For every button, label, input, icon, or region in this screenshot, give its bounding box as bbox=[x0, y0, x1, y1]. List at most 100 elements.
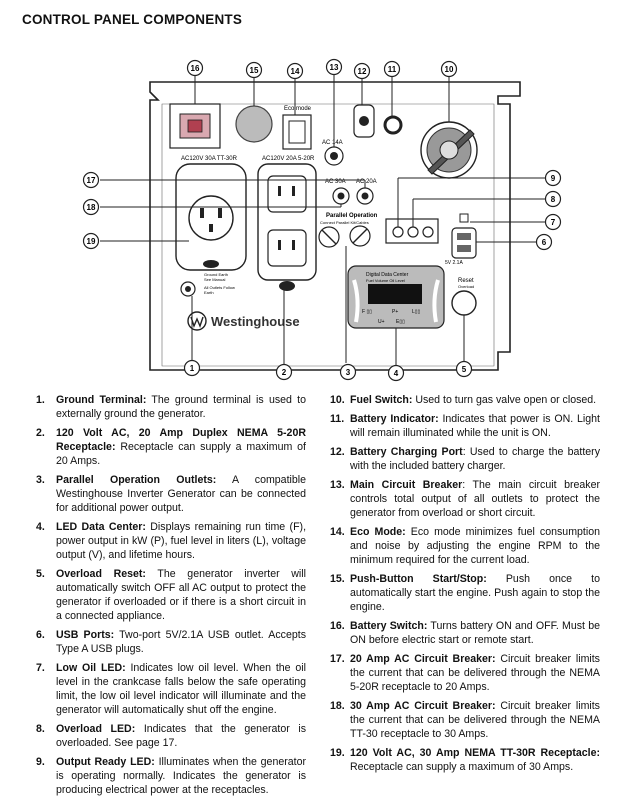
item-term: Low Oil LED: bbox=[56, 662, 126, 674]
item-number: 18. bbox=[330, 700, 345, 712]
item-number: 1. bbox=[36, 394, 45, 406]
callout-circle bbox=[353, 62, 371, 80]
usb-ports: 5V 2.1A bbox=[445, 213, 477, 266]
callout-number: 2 bbox=[282, 368, 287, 377]
callout-circle bbox=[383, 60, 401, 78]
page-title: CONTROL PANEL COMPONENTS bbox=[22, 12, 243, 27]
start-stop-button bbox=[235, 105, 273, 143]
list-item: 12. Battery Charging Port: Used to charge… bbox=[330, 445, 600, 473]
battery-indicator bbox=[383, 115, 403, 135]
item-term: Eco Mode: bbox=[350, 526, 406, 538]
lcd-sub: Fuel Volume Oil Level bbox=[366, 278, 405, 283]
callout-number: 16 bbox=[191, 64, 200, 73]
item-term: Battery Charging Port bbox=[350, 446, 463, 458]
list-item: 18. 30 Amp AC Circuit Breaker: Circuit br… bbox=[330, 699, 600, 741]
list-item: 6.USB Ports: Two-port 5V/2.1A USB outlet… bbox=[36, 628, 306, 656]
brand-text: Westinghouse bbox=[211, 314, 300, 329]
item-description: Receptacle can supply a maximum of 30 Am… bbox=[350, 761, 574, 773]
led-data-center: Digital Data Center Fuel Volume Oil Leve… bbox=[347, 265, 445, 329]
callout-number: 8 bbox=[551, 195, 556, 204]
lcd-field: F ▯▯ bbox=[362, 309, 372, 315]
main-breaker: AC 14A bbox=[322, 140, 344, 166]
callout-number: 7 bbox=[551, 218, 556, 227]
control-panel-diagram: Eco mode AC 14A AC120V 30A TT-30R AC120V… bbox=[82, 58, 562, 382]
callout-number: 6 bbox=[542, 238, 547, 247]
item-term: 120 Volt AC, 30 Amp NEMA TT-30R Receptac… bbox=[350, 747, 600, 759]
item-number: 16. bbox=[330, 620, 345, 632]
callout-circle bbox=[245, 61, 263, 79]
callout-number: 1 bbox=[190, 364, 195, 373]
item-term: Ground Terminal: bbox=[56, 394, 147, 406]
list-item: 16.Battery Switch: Turns battery ON and … bbox=[330, 619, 600, 647]
receptacle-30a-label: AC120V 30A TT-30R bbox=[181, 156, 238, 162]
panel-outline bbox=[149, 81, 521, 371]
item-description: The ground terminal is used to externall… bbox=[56, 394, 306, 420]
westinghouse-logo: Westinghouse bbox=[187, 311, 300, 331]
callout-number: 10 bbox=[445, 65, 454, 74]
item-term: Overload LED: bbox=[56, 723, 136, 735]
callout-circle bbox=[387, 364, 405, 382]
ground-text: See Manual bbox=[204, 277, 225, 282]
callout-circle bbox=[82, 198, 100, 216]
item-description: : Used to charge the battery with the in… bbox=[350, 446, 600, 472]
parallel-label: Parallel Operation bbox=[326, 213, 378, 219]
callout-circle bbox=[82, 232, 100, 250]
item-term: Fuel Switch: bbox=[350, 394, 413, 406]
item-term: USB Ports: bbox=[56, 629, 115, 641]
item-term: 30 Amp AC Circuit Breaker: bbox=[350, 700, 496, 712]
fuel-switch bbox=[420, 121, 478, 179]
ground-text: Earth bbox=[204, 290, 214, 295]
item-description: Circuit breaker limits the current that … bbox=[350, 700, 600, 740]
list-item: 4.LED Data Center: Displays remaining ru… bbox=[36, 520, 306, 562]
callout-number: 18 bbox=[87, 203, 96, 212]
main-breaker-label: AC 14A bbox=[322, 140, 343, 146]
list-item: 13.Main Circuit Breaker: The main circui… bbox=[330, 478, 600, 520]
list-item: 17.20 Amp AC Circuit Breaker: Circuit br… bbox=[330, 652, 600, 694]
list-item: 10.Fuel Switch: Used to turn gas valve o… bbox=[330, 393, 600, 407]
callout-circle bbox=[275, 363, 293, 381]
item-number: 12. bbox=[330, 446, 345, 458]
callout-circle bbox=[440, 60, 458, 78]
item-description: Two-port 5V/2.1A USB outlet. Accepts Typ… bbox=[56, 629, 306, 655]
item-term: Battery Indicator: bbox=[350, 413, 439, 425]
callout-circle bbox=[183, 359, 201, 377]
item-number: 9. bbox=[36, 756, 45, 768]
item-description: Push once to automatically start the eng… bbox=[350, 573, 600, 613]
item-description: Circuit breaker limits the current that … bbox=[350, 653, 600, 693]
callout-number: 5 bbox=[462, 365, 467, 374]
callout-number: 17 bbox=[87, 176, 96, 185]
list-item: 5.Overload Reset: The generator inverter… bbox=[36, 567, 306, 623]
list-item: 14.Eco Mode: Eco mode minimizes fuel con… bbox=[330, 525, 600, 567]
item-description: Indicates that the generator is overload… bbox=[56, 723, 306, 749]
item-term: 20 Amp AC Circuit Breaker: bbox=[350, 653, 496, 665]
item-number: 4. bbox=[36, 521, 45, 533]
receptacle-20a: AC120V 20A 5-20R bbox=[257, 156, 317, 291]
callout-number: 11 bbox=[388, 65, 397, 74]
callout-circle bbox=[544, 169, 562, 187]
item-description: Receptacle can supply a maximum of 20 Am… bbox=[56, 441, 306, 467]
callout-number: 19 bbox=[87, 237, 96, 246]
item-number: 11. bbox=[330, 413, 345, 425]
reset-label: Reset bbox=[458, 278, 474, 284]
breaker-20a: AC 20A bbox=[356, 179, 377, 205]
lcd-fields: F ▯▯ P+ L▯▯ U+ E▯▯ bbox=[362, 309, 421, 325]
led-cluster bbox=[385, 218, 439, 244]
item-description: Displays remaining run time (F), power o… bbox=[56, 521, 307, 561]
callout-circle bbox=[286, 62, 304, 80]
item-term: Output Ready LED: bbox=[56, 756, 155, 768]
callout-circle bbox=[82, 171, 100, 189]
callout-number: 3 bbox=[346, 368, 351, 377]
callout-number: 12 bbox=[358, 67, 367, 76]
callout-circle bbox=[186, 59, 204, 77]
list-item: 7.Low Oil LED: Indicates low oil level. … bbox=[36, 661, 306, 717]
callout-number: 13 bbox=[330, 63, 339, 72]
item-term: Parallel Operation Outlets: bbox=[56, 474, 217, 486]
item-number: 7. bbox=[36, 662, 45, 674]
item-term: 120 Volt AC, 20 Amp Duplex NEMA 5-20R Re… bbox=[56, 427, 306, 453]
callout-circle bbox=[339, 363, 357, 381]
ground-text: Ground Earth bbox=[204, 272, 228, 277]
lcd-field: L▯▯ bbox=[412, 309, 421, 315]
item-term: Battery Switch: bbox=[350, 620, 428, 632]
item-term: Push-Button Start/Stop: bbox=[350, 573, 487, 585]
ground-text: All Outlets Follow bbox=[204, 285, 235, 290]
